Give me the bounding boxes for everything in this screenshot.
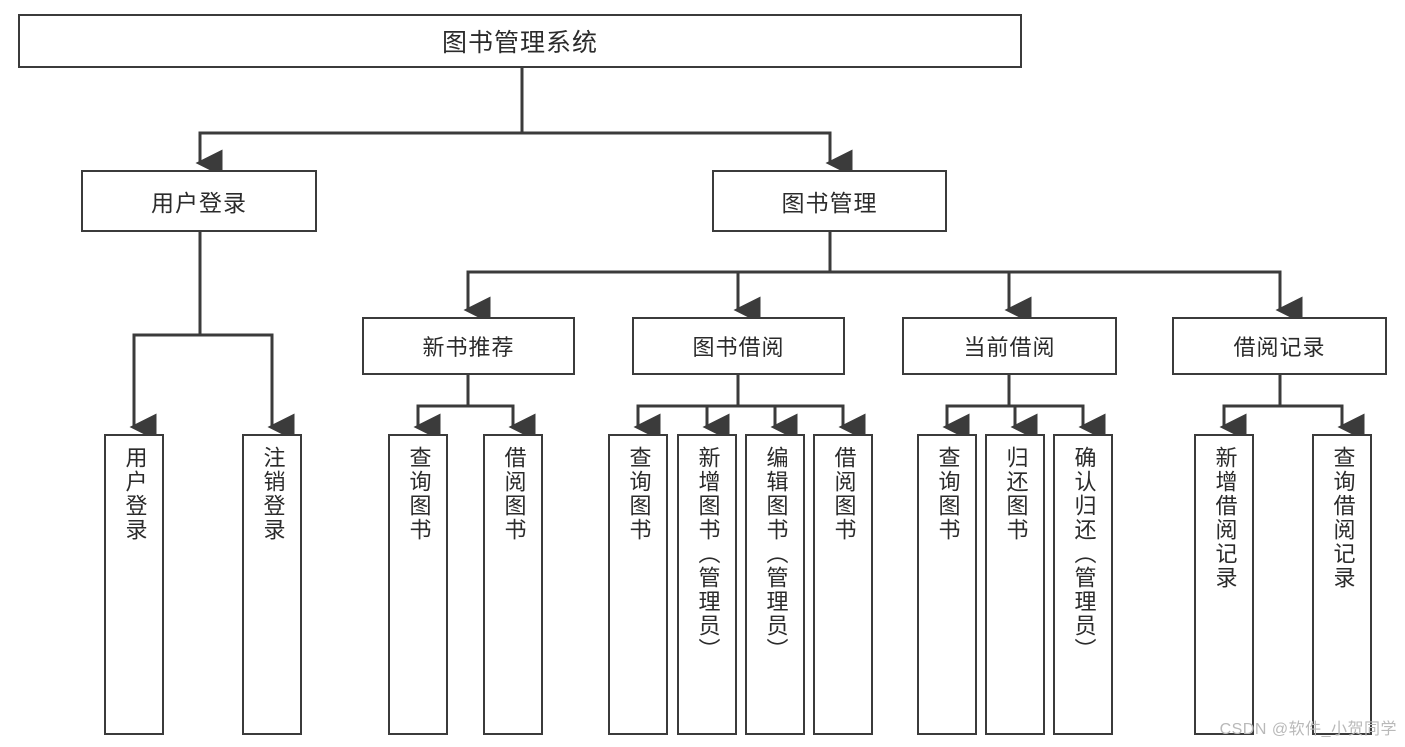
node-leaf-query-borrow-record[interactable]: 查询借阅记录 <box>1312 434 1372 735</box>
node-leaf-borrow-book-label: 借阅图书 <box>831 446 857 542</box>
node-leaf-add-borrow-record-label: 新增借阅记录 <box>1212 446 1238 590</box>
node-leaf-add-borrow-record[interactable]: 新增借阅记录 <box>1194 434 1254 735</box>
node-user-login[interactable]: 用户登录 <box>81 170 317 232</box>
node-leaf-query-book-recommend[interactable]: 查询图书 <box>388 434 448 735</box>
node-book-management-label: 图书管理 <box>781 190 878 216</box>
node-leaf-user-login-label: 用户登录 <box>122 446 148 542</box>
node-leaf-borrow-book-recommend-label: 借阅图书 <box>501 446 527 542</box>
node-leaf-query-borrow-record-label: 查询借阅记录 <box>1330 446 1356 590</box>
node-user-login-label: 用户登录 <box>151 190 247 216</box>
node-book-borrow[interactable]: 图书借阅 <box>632 317 845 375</box>
node-leaf-add-book[interactable]: 新增图书（管理员） <box>677 434 737 735</box>
node-leaf-logout[interactable]: 注销登录 <box>242 434 302 735</box>
node-leaf-confirm-return-label: 确认归还（管理员） <box>1071 446 1097 662</box>
node-new-book-recommend-label: 新书推荐 <box>422 335 515 360</box>
node-leaf-borrow-book-recommend[interactable]: 借阅图书 <box>483 434 543 735</box>
node-leaf-query-book-current-label: 查询图书 <box>935 446 961 542</box>
node-leaf-query-book-recommend-label: 查询图书 <box>406 446 432 542</box>
node-current-borrow-label: 当前借阅 <box>963 335 1056 360</box>
node-borrow-record-label: 借阅记录 <box>1233 335 1326 360</box>
node-leaf-edit-book[interactable]: 编辑图书（管理员） <box>745 434 805 735</box>
node-leaf-query-book-borrow[interactable]: 查询图书 <box>608 434 668 735</box>
node-borrow-record[interactable]: 借阅记录 <box>1172 317 1387 375</box>
node-leaf-query-book-current[interactable]: 查询图书 <box>917 434 977 735</box>
node-leaf-return-book-label: 归还图书 <box>1003 446 1029 542</box>
node-leaf-user-login[interactable]: 用户登录 <box>104 434 164 735</box>
node-leaf-logout-label: 注销登录 <box>260 446 286 542</box>
watermark: CSDN @软件_小贺同学 <box>1219 721 1397 738</box>
node-book-management[interactable]: 图书管理 <box>712 170 947 232</box>
node-leaf-add-book-label: 新增图书（管理员） <box>695 446 721 662</box>
node-leaf-query-book-borrow-label: 查询图书 <box>626 446 652 542</box>
node-leaf-edit-book-label: 编辑图书（管理员） <box>763 446 789 662</box>
node-root[interactable]: 图书管理系统 <box>18 14 1022 68</box>
node-leaf-confirm-return[interactable]: 确认归还（管理员） <box>1053 434 1113 735</box>
node-current-borrow[interactable]: 当前借阅 <box>902 317 1117 375</box>
node-root-label: 图书管理系统 <box>441 29 598 57</box>
node-leaf-borrow-book[interactable]: 借阅图书 <box>813 434 873 735</box>
node-leaf-return-book[interactable]: 归还图书 <box>985 434 1045 735</box>
node-book-borrow-label: 图书借阅 <box>692 335 785 360</box>
node-new-book-recommend[interactable]: 新书推荐 <box>362 317 575 375</box>
